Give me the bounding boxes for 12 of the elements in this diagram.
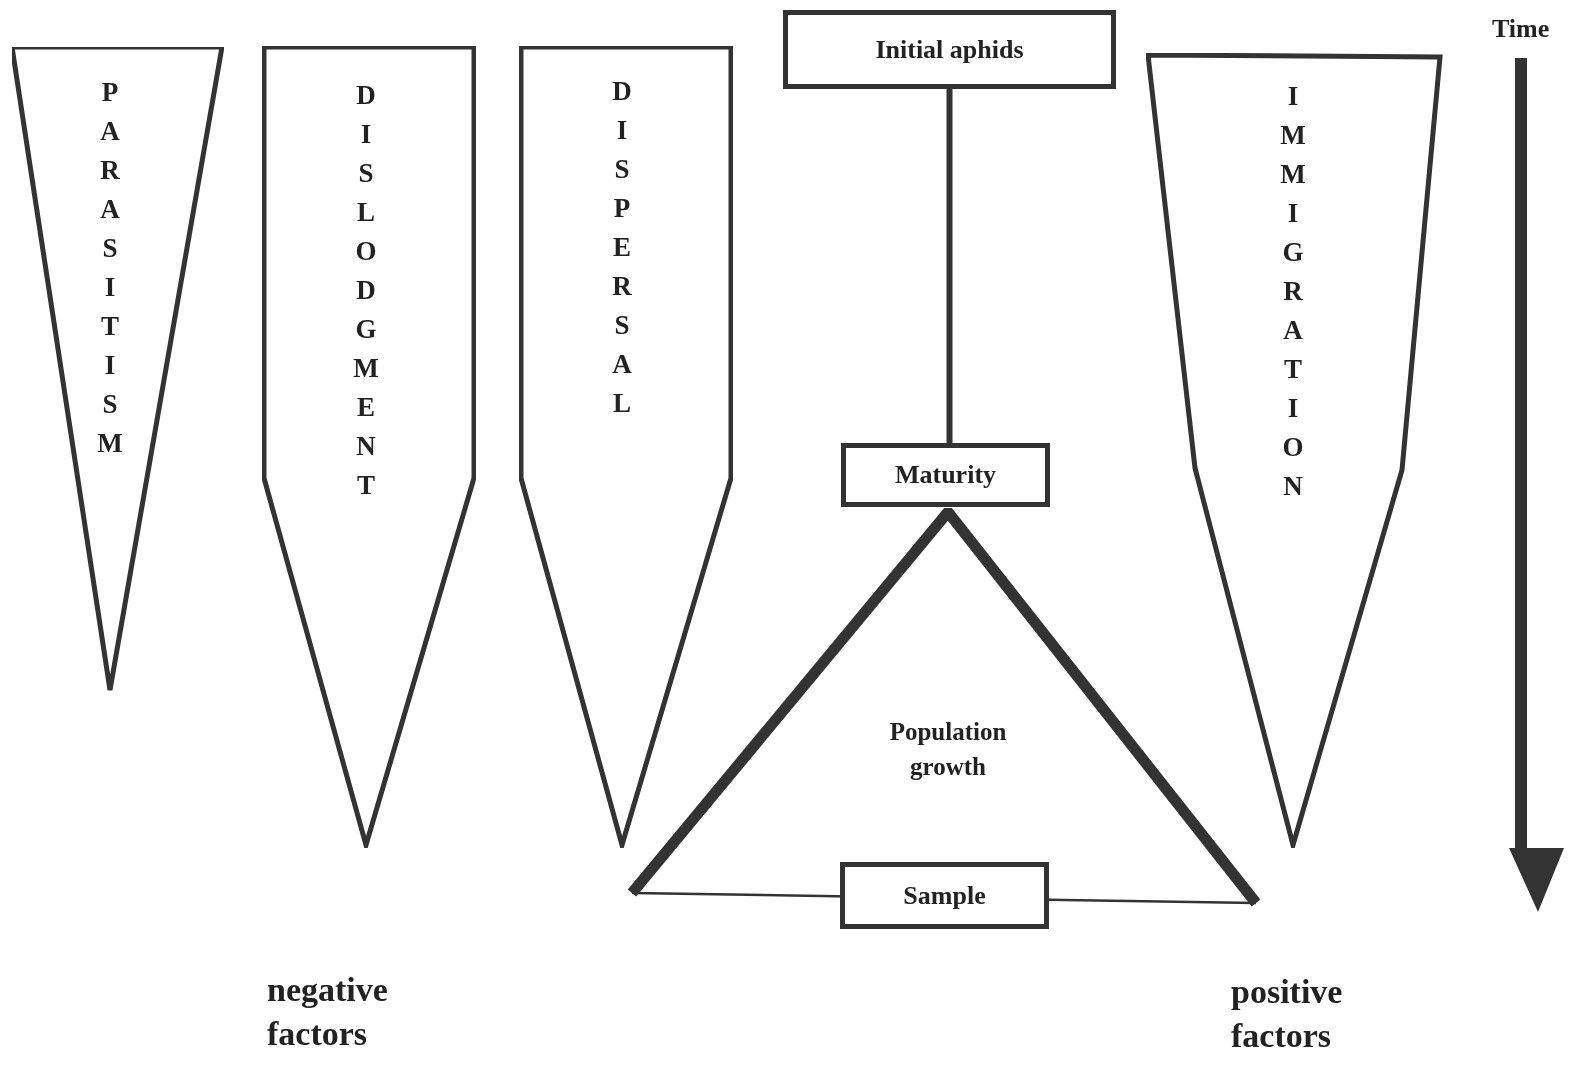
label-box: Sample: [840, 862, 1049, 929]
factor-label: IMMIGRATION: [1279, 81, 1306, 510]
growth-label: Population growth: [888, 717, 1008, 782]
factor-group-label: positive factors: [1231, 972, 1344, 1057]
label-box: Maturity: [841, 443, 1050, 507]
axis-label: Time: [1492, 13, 1551, 45]
label-box: Initial aphids: [783, 10, 1116, 89]
factor-label: DISPERSAL: [608, 76, 635, 427]
factor-label: PARASITISM: [96, 77, 123, 467]
connector-line: [946, 89, 953, 443]
factor-group-label: negative factors: [267, 970, 389, 1055]
factor-label: DISLODGMENT: [352, 80, 379, 509]
